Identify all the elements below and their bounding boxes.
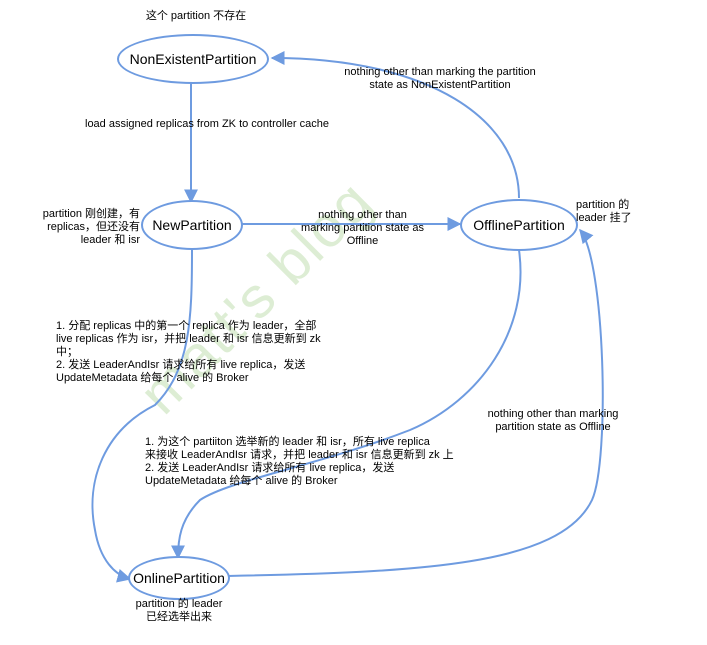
note-online: partition 的 leader 已经选举出来	[135, 598, 223, 623]
label-online-to-offline: nothing other than marking partition sta…	[487, 408, 619, 433]
edge-offline-to-online	[171, 249, 522, 560]
edge-new-to-online	[91, 249, 193, 583]
node-offline-partition: OfflinePartition	[460, 199, 578, 251]
edge-online-to-offline	[227, 228, 604, 577]
node-non-existent-partition: NonExistentPartition	[117, 34, 269, 84]
node-new-partition: NewPartition	[141, 200, 243, 250]
note-non-existent: 这个 partition 不存在	[145, 10, 247, 22]
edge-offline-to-nonexistent	[270, 51, 520, 199]
node-online-partition: OnlinePartition	[128, 556, 230, 600]
note-new: partition 刚创建，有 replicas，但还没有 leader 和 i…	[42, 208, 140, 246]
note-offline: partition 的 leader 挂了	[576, 199, 632, 224]
label-new-to-offline: nothing other than marking partition sta…	[301, 209, 424, 247]
label-offline-to-nonexistent: nothing other than marking the partition…	[344, 66, 536, 91]
label-offline-to-online: 1. 为这个 partiiton 选举新的 leader 和 isr，所有 li…	[145, 436, 454, 487]
label-nonexistent-to-new: load assigned replicas from ZK to contro…	[85, 118, 329, 130]
label-new-to-online: 1. 分配 replicas 中的第一个 replica 作为 leader，全…	[56, 320, 321, 384]
